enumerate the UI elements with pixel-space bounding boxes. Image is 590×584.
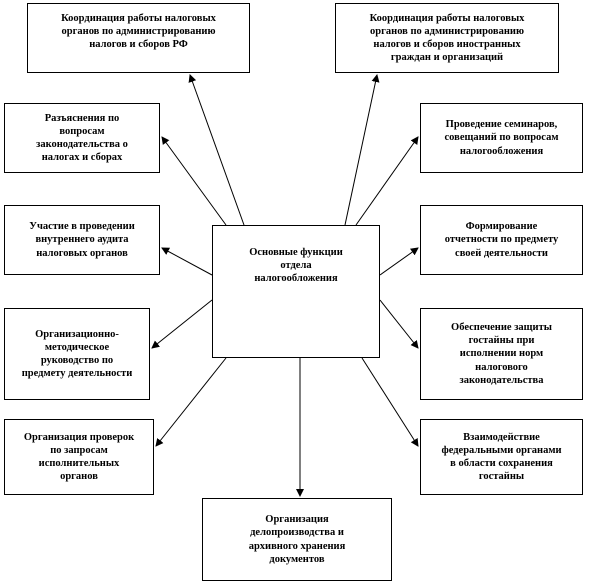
- arrow-to-right-1: [355, 136, 419, 226]
- arrow-to-left-4: [155, 357, 227, 447]
- arrow-to-left-2: [161, 247, 213, 276]
- box-right-4: Взаимодействие федеральными органами в о…: [420, 419, 583, 495]
- box-left-4-text: Организация проверок по запросам исполни…: [23, 431, 135, 483]
- box-top-right-text: Координация работы налоговых органов по …: [369, 13, 525, 64]
- box-right-1: Проведение семинаров, совещаний по вопро…: [420, 103, 583, 173]
- box-top-left-text: Координация работы налоговых органов по …: [61, 13, 216, 51]
- box-top-left: Координация работы налоговых органов по …: [27, 3, 250, 73]
- box-right-3: Обеспечение защиты гостайны при исполнен…: [420, 308, 583, 400]
- box-right-3-text: Обеспечение защиты гостайны при исполнен…: [451, 322, 552, 386]
- arrow-to-left-1: [161, 136, 227, 226]
- box-right-1-text: Проведение семинаров, совещаний по вопро…: [444, 119, 559, 157]
- box-left-2: Участие в проведении внутреннего аудита …: [4, 205, 160, 275]
- box-left-3-text: Организационно- методическое руководство…: [21, 328, 133, 380]
- box-left-1: Разъяснения по вопросам законодательства…: [4, 103, 160, 173]
- arrow-to-right-4: [361, 357, 419, 447]
- box-bottom-text: Организация делопроизводства и архивного…: [248, 514, 346, 565]
- box-top-right: Координация работы налоговых органов по …: [335, 3, 559, 73]
- center-box-text: Основные функции отдела налогообложения: [249, 247, 343, 285]
- arrow-to-top-left: [188, 74, 245, 226]
- arrow-to-left-3: [151, 299, 213, 349]
- box-left-3: Организационно- методическое руководство…: [4, 308, 150, 400]
- box-left-1-text: Разъяснения по вопросам законодательства…: [36, 112, 128, 164]
- box-left-4: Организация проверок по запросам исполни…: [4, 419, 154, 495]
- arrow-to-right-3: [379, 299, 419, 349]
- box-bottom: Организация делопроизводства и архивного…: [202, 498, 392, 581]
- box-right-2-text: Формирование отчетности по предмету свое…: [444, 221, 559, 259]
- arrow-to-top-right: [344, 74, 380, 226]
- box-right-4-text: Взаимодействие федеральными органами в о…: [441, 431, 562, 483]
- center-box: Основные функции отдела налогообложения: [212, 225, 380, 358]
- box-left-2-text: Участие в проведении внутреннего аудита …: [29, 221, 135, 259]
- arrow-to-right-2: [379, 247, 419, 276]
- box-right-2: Формирование отчетности по предмету свое…: [420, 205, 583, 275]
